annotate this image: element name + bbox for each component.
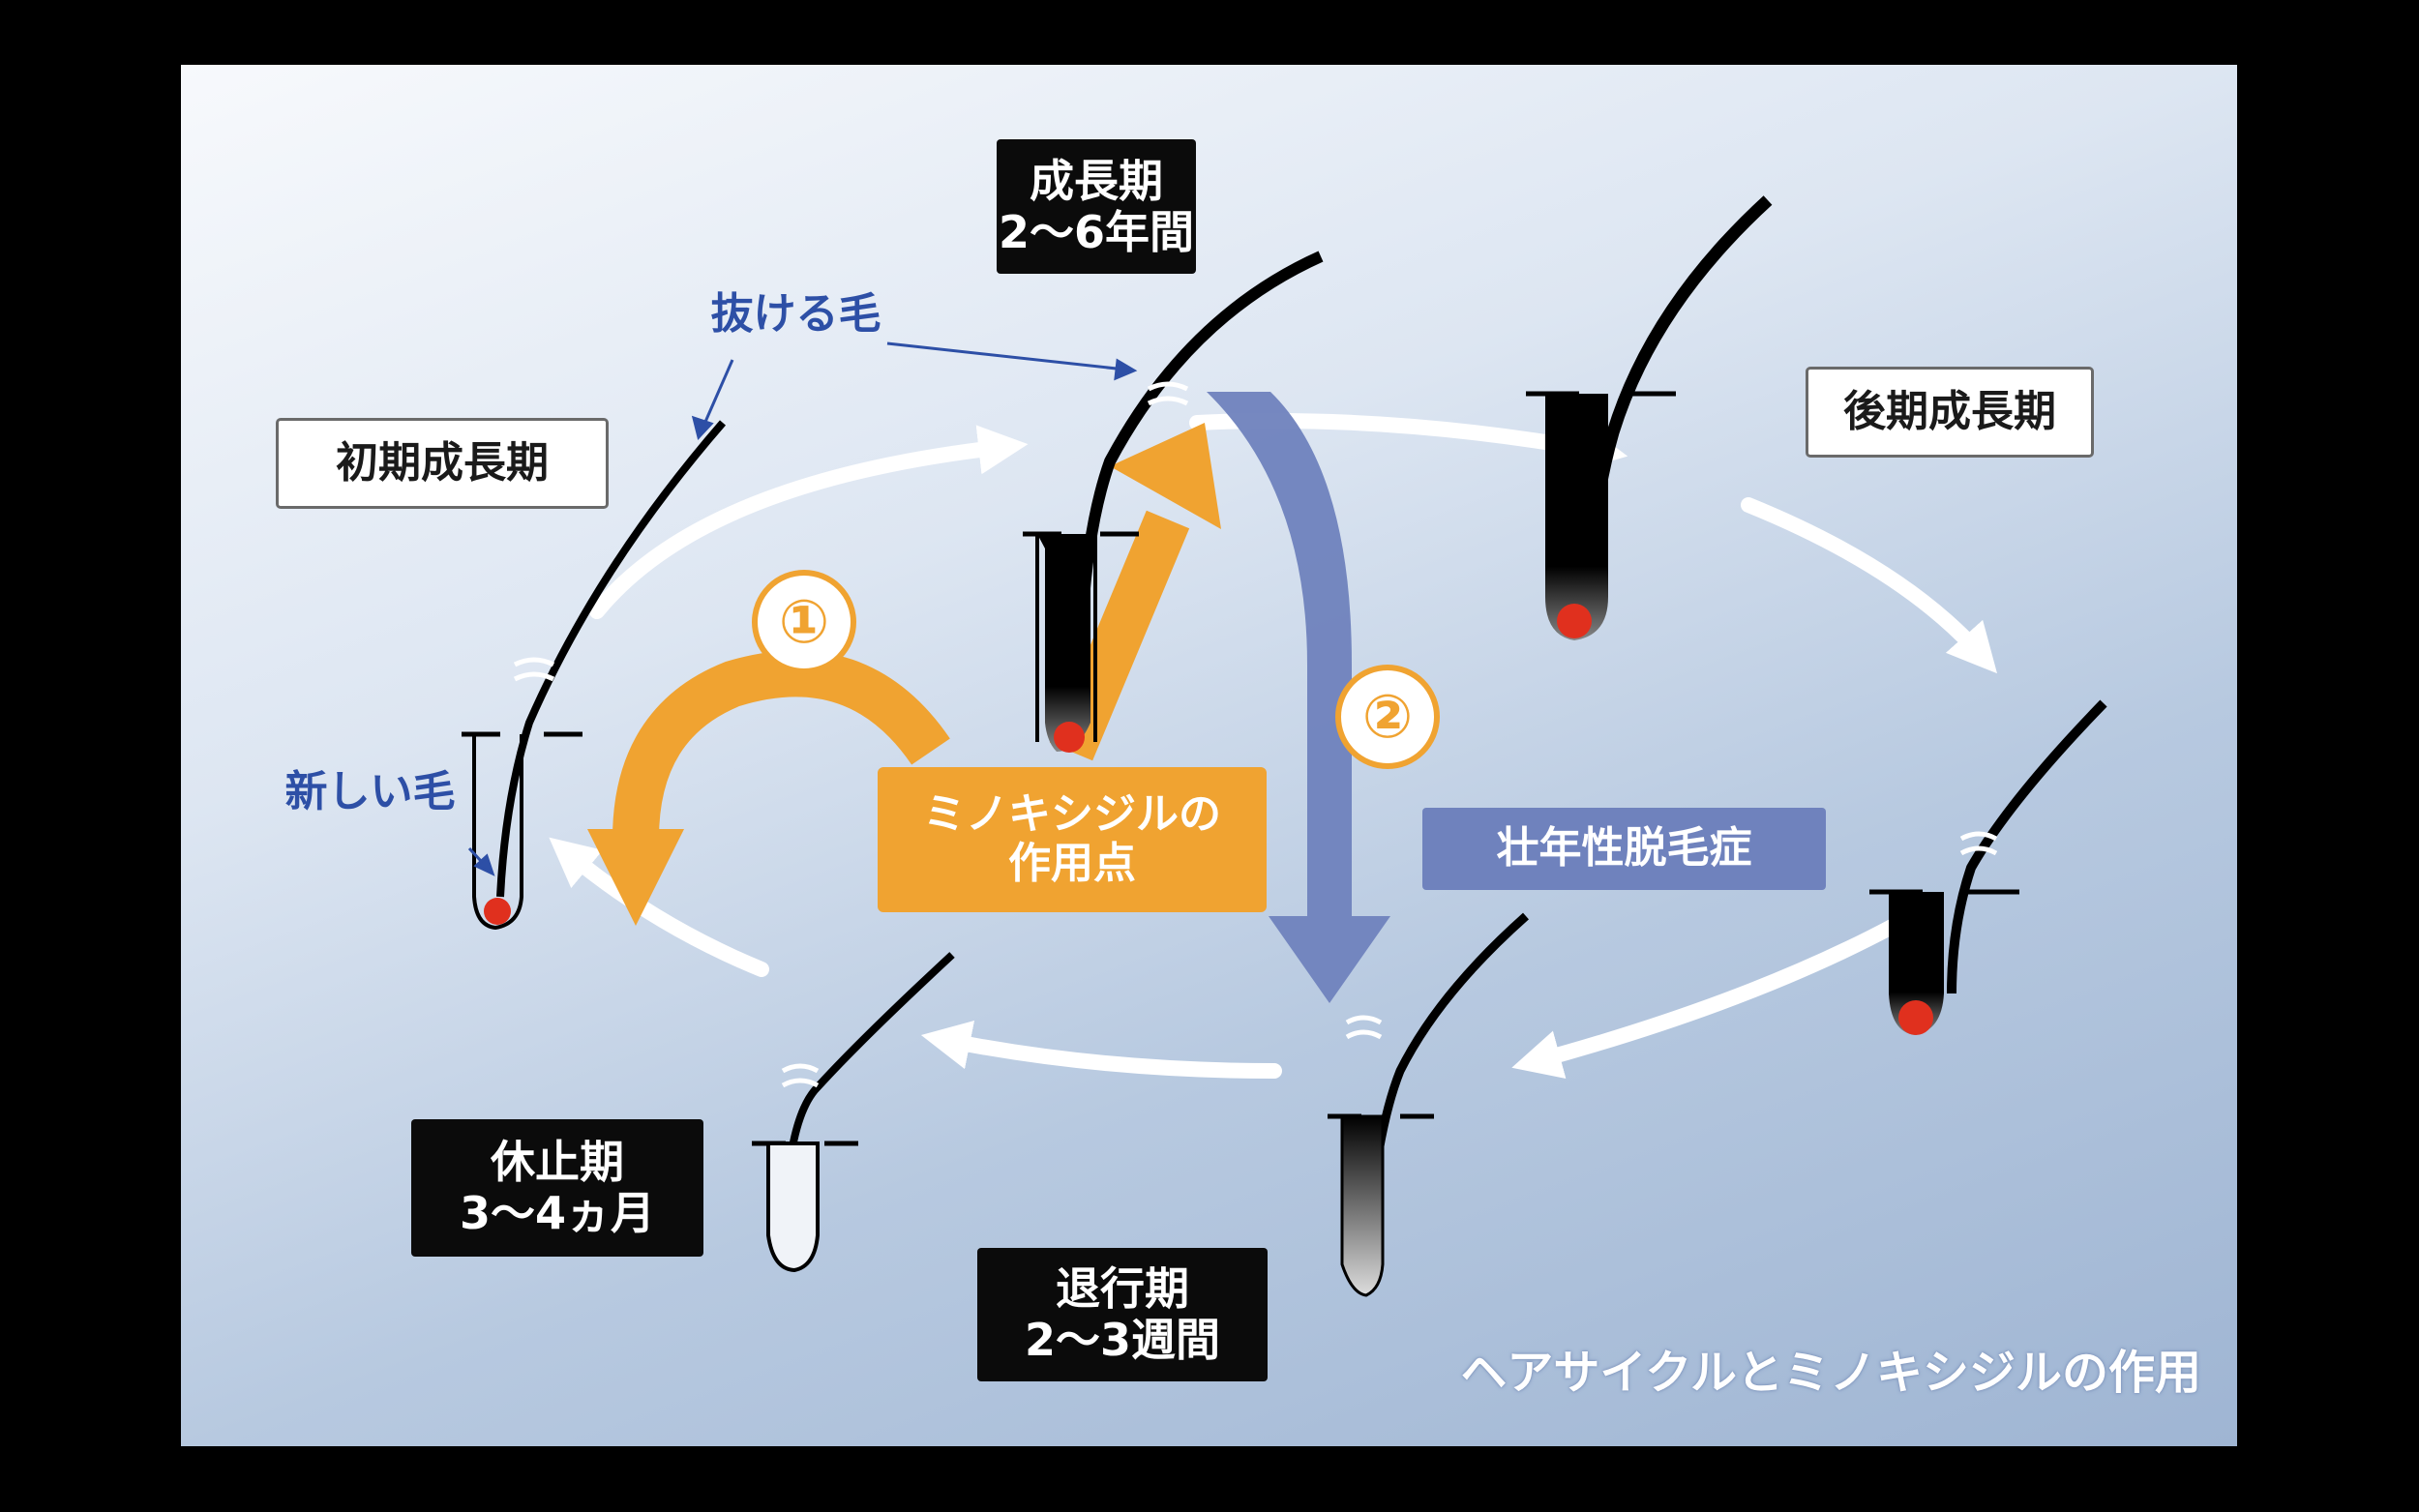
resting-phase-name: 休止期 — [490, 1136, 624, 1189]
note-new-hair: 新しい毛 — [284, 766, 456, 816]
hair-cycle-diagram — [462, 195, 2107, 1297]
growth-phase-duration: 2〜6年間 — [998, 205, 1194, 258]
note-shedding-hair: 抜ける毛 — [710, 288, 881, 339]
cycle-arrow-late-to-regression — [1511, 918, 1901, 1079]
hair-cycle-slide: 成長期 2〜6年間 後期成長期 初期成長期 休止期 3〜4ヵ月 退行期 2〜3週… — [181, 65, 2237, 1446]
label-resting-phase: 休止期 3〜4ヵ月 — [411, 1119, 703, 1257]
aga-arrow — [1207, 392, 1390, 1003]
cycle-arrows — [549, 413, 1998, 1079]
hair-growth-phase — [1023, 251, 1324, 753]
growth-phase-name: 成長期 — [1029, 154, 1163, 207]
minoxidil-line-1: ミノキシジルの — [923, 789, 1221, 840]
cycle-arrow-late-to-catagen-top — [1741, 497, 1998, 674]
regression-phase-name: 退行期 — [1055, 1262, 1189, 1316]
hair-catagen-phase — [1869, 699, 2107, 1035]
label-regression-phase: 退行期 2〜3週間 — [977, 1248, 1268, 1381]
resting-phase-duration: 3〜4ヵ月 — [459, 1187, 655, 1239]
regression-phase-duration: 2〜3週間 — [1024, 1314, 1220, 1366]
minoxidil-action-point-label: ミノキシジルの 作用点 — [878, 767, 1267, 912]
annotation-pointers — [467, 341, 1138, 876]
early-growth-phase-name: 初期成長期 — [336, 437, 549, 488]
minoxidil-point-1-marker: ① — [752, 570, 856, 674]
label-growth-phase: 成長期 2〜6年間 — [997, 139, 1196, 274]
late-growth-phase-name: 後期成長期 — [1843, 386, 2056, 436]
hair-late-growth-phase — [1526, 195, 1773, 640]
cycle-arrow-resting-to-early — [549, 837, 769, 977]
hair-early-growth-phase — [462, 420, 727, 931]
aga-label: 壮年性脱毛症 — [1422, 808, 1826, 890]
cycle-arrow-early-to-growth — [589, 425, 1029, 619]
minoxidil-point-2-marker: ② — [1335, 665, 1440, 769]
hair-resting-phase — [752, 952, 955, 1273]
minoxidil-arrow-1 — [587, 650, 950, 926]
minoxidil-line-2: 作用点 — [1008, 839, 1136, 888]
cycle-arrow-regression-to-resting — [920, 1020, 1282, 1079]
label-late-growth-phase: 後期成長期 — [1806, 367, 2094, 458]
diagram-caption: ヘアサイクルとミノキシジルの作用 — [1460, 1346, 2201, 1401]
pointer-shedding-to-growth — [886, 341, 1135, 372]
label-early-growth-phase: 初期成長期 — [276, 418, 609, 509]
hair-regression-phase — [1328, 912, 1529, 1297]
